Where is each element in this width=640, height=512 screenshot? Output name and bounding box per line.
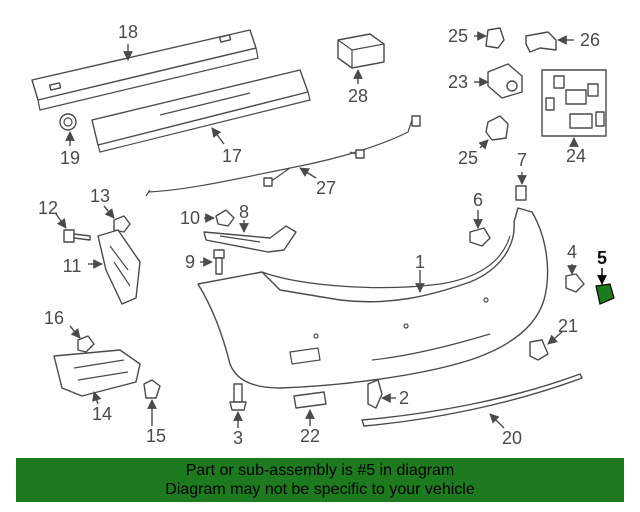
callout-24: 24 [566,146,586,166]
callout-2: 2 [399,388,409,408]
info-banner: Part or sub-assembly is #5 in diagram Di… [16,458,624,502]
callout-25-upper: 25 [448,26,468,46]
callout-23: 23 [448,72,468,92]
retainer-8 [203,225,297,253]
callout-26: 26 [580,30,600,50]
part-5-highlighted[interactable] [595,283,615,305]
wire-harness [145,115,421,197]
callout-6: 6 [473,190,483,210]
callout-27: 27 [316,178,336,198]
callout-13: 13 [90,186,110,206]
callout-11: 11 [63,256,82,276]
lower-bracket-14 [53,349,141,397]
bumper-cover [197,207,549,389]
leader-lines [55,31,607,429]
bolt-3 [229,383,247,411]
callout-14: 14 [92,404,112,424]
retainer-nut [59,113,77,131]
callout-7: 7 [517,150,527,170]
banner-line-1: Part or sub-assembly is #5 in diagram [185,462,455,479]
lower-molding-20 [361,373,583,427]
pad-7 [515,185,527,201]
bolt-15 [143,379,161,399]
callout-3: 3 [233,428,243,448]
callout-19: 19 [60,148,80,168]
parts-diagram: 18 17 19 28 25 26 23 24 25 7 27 12 13 11… [31,22,615,448]
callout-10: 10 [180,208,200,228]
clip-2 [367,379,383,409]
callout-8: 8 [239,202,249,222]
callout-5: 5 [597,248,607,268]
clip-25-upper [485,27,505,49]
callout-9: 9 [185,252,195,272]
callout-25-lower: 25 [458,148,478,168]
callout-18: 18 [118,22,138,42]
nut-13 [113,215,131,233]
side-bracket-11 [97,229,141,305]
callout-17: 17 [222,146,242,166]
callout-1: 1 [415,252,425,272]
sensor-module [337,33,385,69]
reflector-22 [293,391,327,409]
bolt-16 [77,335,95,353]
callout-16: 16 [44,308,64,328]
clip-4 [565,273,585,293]
bolt-9 [213,249,225,275]
clip-10 [215,209,235,227]
clip-25-lower [485,115,509,141]
banner-line-2: Diagram may not be specific to your vehi… [165,481,475,498]
connector-23 [487,63,523,99]
callout-28: 28 [348,86,368,106]
callout-labels: 18 17 19 28 25 26 23 24 25 7 27 12 13 11… [38,22,607,448]
clip-6 [469,227,491,247]
callout-22: 22 [300,426,320,446]
callout-20: 20 [502,428,522,448]
energy-absorber [91,69,311,153]
callout-4: 4 [567,242,577,262]
reinforcement-bar-upper [31,29,259,111]
bracket-clip-26 [525,31,557,53]
bolt-12 [63,229,91,243]
bolt-21 [529,339,549,361]
clip-kit-24 [541,69,607,137]
callout-12: 12 [38,198,58,218]
callout-21: 21 [558,316,578,336]
callout-15: 15 [146,426,166,446]
